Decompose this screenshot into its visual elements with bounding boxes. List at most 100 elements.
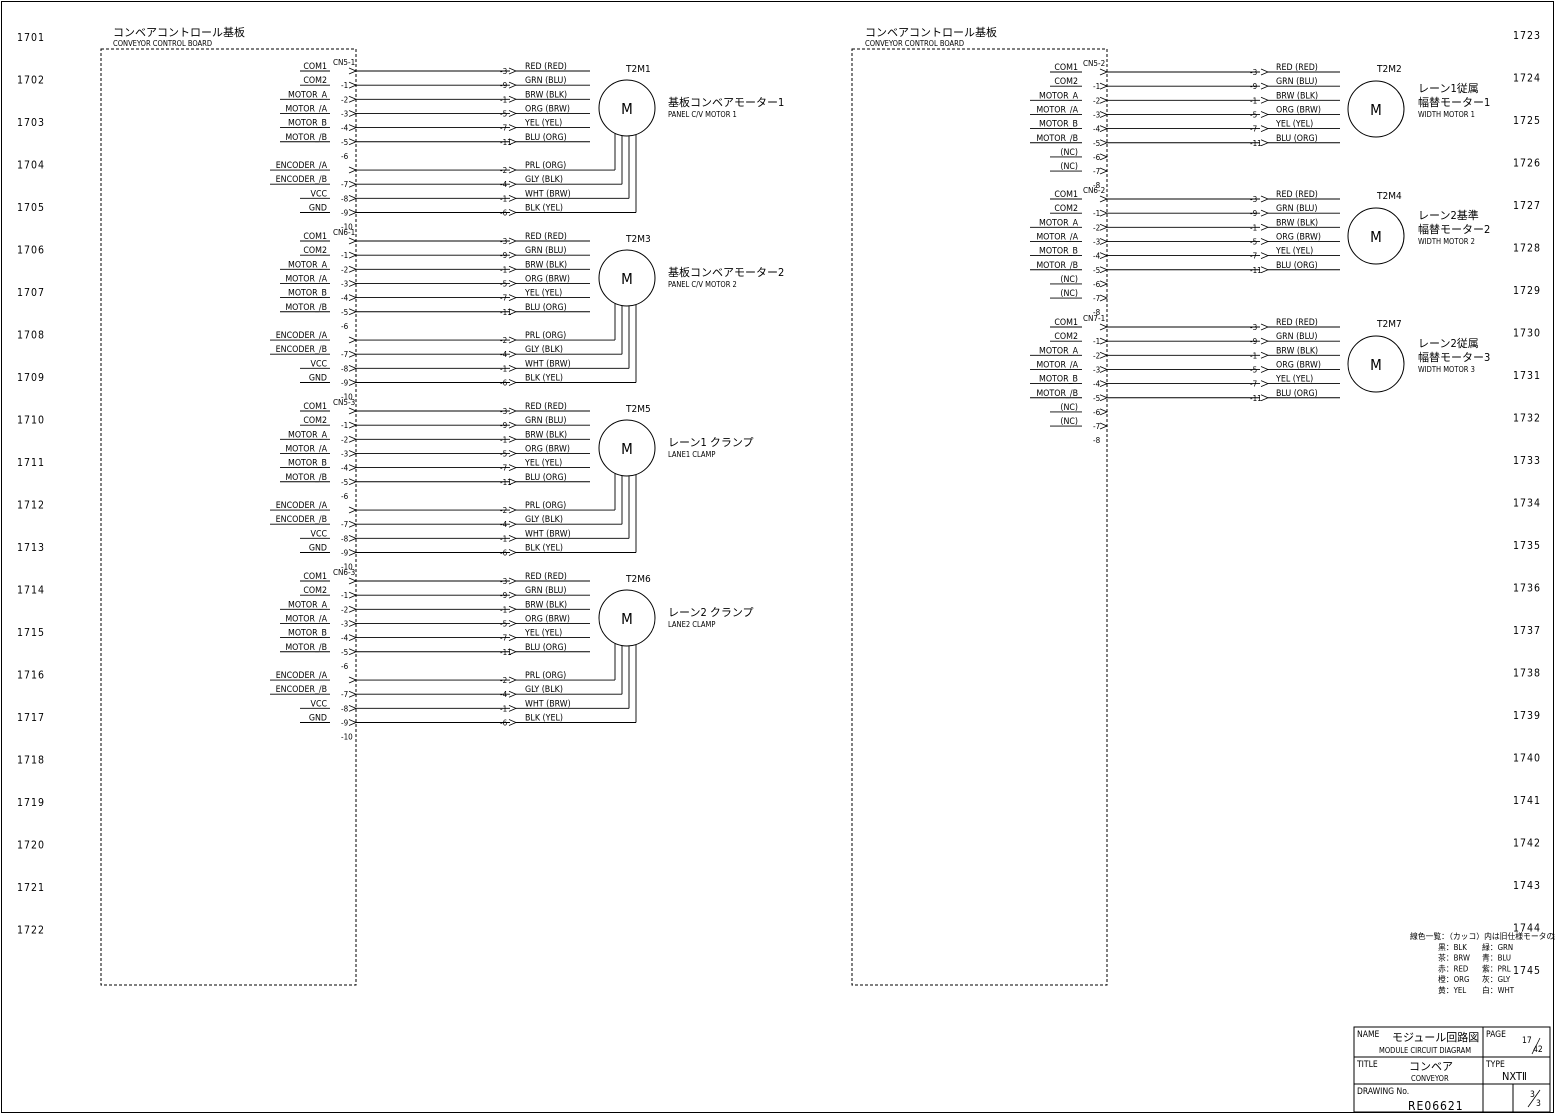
- motor-name-jp: 基板コンベアモーター2: [668, 265, 784, 279]
- connector-arrow: [348, 605, 358, 613]
- motor-pin: -2: [500, 336, 507, 345]
- motor-pin: -11: [1250, 266, 1262, 275]
- board-pin: -3: [341, 619, 348, 628]
- board-title-en-left: CONVEYOR CONTROL BOARD: [113, 39, 212, 48]
- signal-label: COM1: [303, 232, 327, 242]
- motor-id: T2M3: [625, 234, 651, 245]
- motor-pin: -3: [1250, 323, 1257, 332]
- board-title-jp-left: コンベアコントロール基板: [113, 25, 245, 39]
- motor-group-t2m7: CN7-1COM1COM2-1MOTOR_A-2MOTOR_/A-3MOTOR_…: [1030, 314, 1490, 445]
- wire-color-label: GLY (BLK): [525, 175, 563, 185]
- board-pin: -10: [341, 733, 353, 742]
- line-number: 1743: [1513, 880, 1541, 892]
- motor-connector-arrow: [508, 251, 518, 259]
- connector-arrow: [348, 209, 358, 216]
- motor-name-jp2: 幅替モーター3: [1418, 350, 1490, 364]
- motor-connector-arrow: [508, 676, 518, 684]
- wire-color-label: BRW (BLK): [525, 600, 567, 610]
- signal-label: MOTOR_/A: [285, 444, 327, 454]
- connector-arrow: [348, 166, 358, 174]
- motor-pin: -1: [500, 194, 507, 203]
- line-number: 1710: [17, 415, 45, 427]
- signal-label: MOTOR_A: [1039, 346, 1079, 356]
- motor-pin: -9: [500, 81, 508, 90]
- legend-item: 茶：BRW: [1438, 953, 1470, 963]
- board-pin: -3: [1093, 110, 1100, 119]
- motor-connector-arrow: [508, 620, 518, 627]
- line-number: 1734: [1513, 498, 1541, 510]
- signal-label: MOTOR_B: [288, 119, 327, 129]
- board-pin: -5: [341, 308, 348, 317]
- name-jp: モジュール回路図: [1392, 1031, 1479, 1044]
- board-pin: -8: [341, 364, 349, 373]
- wire-color-label: YEL (YEL): [524, 459, 562, 469]
- line-number: 1713: [17, 542, 45, 554]
- line-number: 1722: [17, 925, 45, 937]
- line-number: 1719: [17, 797, 45, 809]
- left-motor-groups: CN5-1COM1COM2-1MOTOR_A-2MOTOR_/A-3MOTOR_…: [270, 58, 784, 742]
- motor-letter: M: [621, 100, 633, 118]
- board-pin: -4: [1093, 252, 1101, 261]
- connector-arrow: [348, 478, 358, 486]
- board-title-en-right: CONVEYOR CONTROL BOARD: [865, 39, 964, 48]
- motor-connector-arrow: [1260, 139, 1270, 147]
- page-total: 42: [1533, 1045, 1543, 1055]
- wire-color-label: GRN (BLU): [525, 416, 566, 426]
- line-number: 1739: [1513, 710, 1541, 722]
- sheet-total: 3: [1536, 1099, 1541, 1109]
- connector-arrow: [348, 421, 358, 429]
- wire-color-label: ORG (BRW): [1276, 232, 1321, 242]
- signal-label: MOTOR_/B: [285, 643, 327, 653]
- board-pin: -8: [341, 534, 349, 543]
- board-pin: -9: [341, 719, 349, 728]
- connector-arrow: [348, 237, 358, 245]
- line-number: 1715: [17, 627, 45, 639]
- connector-arrow: [1099, 366, 1109, 373]
- wire-color-label: RED (RED): [1276, 318, 1318, 328]
- motor-group-t2m2: CN5-2COM1COM2-1MOTOR_A-2MOTOR_/A-3MOTOR_…: [1030, 59, 1490, 190]
- signal-label: MOTOR_/B: [285, 303, 327, 313]
- board-pin: -1: [1093, 337, 1100, 346]
- line-number: 1742: [1513, 838, 1541, 850]
- board-pin: -5: [341, 478, 348, 487]
- board-pin: -8: [1093, 181, 1101, 190]
- wire-color-label: RED (RED): [525, 402, 567, 412]
- signal-label: COM1: [1054, 318, 1078, 328]
- motor-pin: -5: [1250, 237, 1257, 246]
- signal-label: MOTOR_/B: [1036, 389, 1078, 399]
- board-pin: -4: [341, 294, 349, 303]
- connector-label: CN6-2: [1083, 186, 1105, 195]
- board-pin: -1: [341, 251, 348, 260]
- line-number: 1712: [17, 500, 45, 512]
- connector-arrow: [1099, 408, 1109, 416]
- motor-pin: -11: [500, 478, 512, 487]
- signal-label: ENCODER_/B: [276, 175, 327, 185]
- signal-label: COM1: [1054, 190, 1078, 200]
- wire-color-label: ORG (BRW): [525, 274, 570, 284]
- line-number: 1720: [17, 840, 45, 852]
- board-title-jp-right: コンベアコントロール基板: [865, 25, 997, 39]
- type-value: NXTⅡ: [1502, 1070, 1527, 1083]
- line-numbers-left: 1701170217031704170517061707170817091710…: [17, 32, 45, 937]
- wire-color-label: BLU (ORG): [525, 643, 567, 653]
- motor-name-jp: 基板コンベアモーター1: [668, 95, 784, 109]
- line-number: 1738: [1513, 668, 1541, 680]
- motor-pin: -1: [500, 95, 507, 104]
- motor-connector-arrow: [1260, 68, 1270, 76]
- line-number: 1707: [17, 287, 45, 299]
- line-number: 1728: [1513, 243, 1541, 255]
- connector-arrow: [348, 435, 358, 443]
- signal-label: MOTOR_/A: [285, 274, 327, 284]
- board-pin: -9: [341, 379, 349, 388]
- motor-name-en: WIDTH MOTOR 2: [1418, 237, 1475, 246]
- motor-connector-arrow: [1260, 266, 1270, 274]
- motor-connector-arrow: [508, 350, 518, 358]
- connector-arrow: [348, 280, 358, 287]
- connector-label: CN6-1: [333, 228, 355, 237]
- motor-pin: -2: [500, 506, 507, 515]
- connector-arrow: [1099, 337, 1109, 345]
- wire-color-label: ORG (BRW): [1276, 360, 1321, 370]
- connector-arrow: [348, 634, 358, 641]
- motor-symbol: [1347, 335, 1405, 393]
